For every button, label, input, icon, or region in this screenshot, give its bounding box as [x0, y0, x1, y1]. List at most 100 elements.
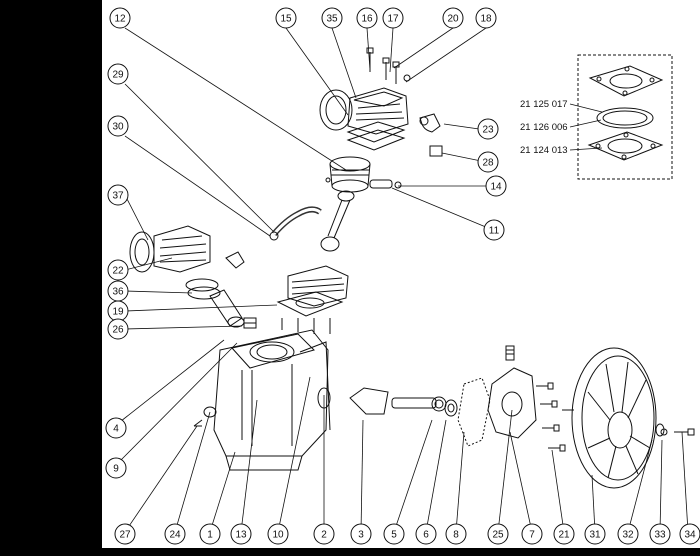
callout-34: 34	[679, 523, 700, 545]
small-bolt	[193, 419, 203, 427]
callout-3: 3	[350, 523, 372, 545]
callout-16: 16	[356, 7, 378, 29]
wrist-pin	[369, 179, 402, 189]
callout-22: 22	[107, 259, 129, 281]
callout-37: 37	[107, 184, 129, 206]
oil-filler-plug	[243, 317, 257, 329]
callout-32: 32	[617, 523, 639, 545]
callout-13: 13	[230, 523, 252, 545]
valve-gasket	[596, 107, 654, 129]
cylinder-gasket	[587, 131, 664, 161]
callout-28: 28	[477, 151, 499, 173]
second-elbow	[225, 251, 245, 269]
callout-label-35: 35	[326, 14, 338, 25]
bottom-border	[0, 548, 700, 556]
callout-label-15: 15	[280, 14, 292, 25]
callout-label-10: 10	[272, 530, 284, 541]
callout-label-29: 29	[112, 70, 124, 81]
bearing-cover	[487, 345, 537, 439]
callout-2: 2	[313, 523, 335, 545]
callout-label-28: 28	[482, 158, 494, 169]
callout-9: 9	[105, 457, 127, 479]
callout-label-9: 9	[113, 464, 119, 475]
callout-label-4: 4	[113, 424, 119, 435]
callout-label-33: 33	[654, 530, 666, 541]
callout-1: 1	[199, 523, 221, 545]
head-bolts	[366, 47, 411, 84]
callout-label-26: 26	[112, 325, 124, 336]
callout-label-27: 27	[119, 530, 131, 541]
leader-lines	[115, 27, 689, 533]
callout-label-18: 18	[480, 14, 492, 25]
callout-label-14: 14	[490, 182, 502, 193]
callout-19: 19	[107, 300, 129, 322]
crankshaft	[349, 387, 447, 415]
fitting-block	[429, 145, 443, 157]
pulley-fasteners	[655, 423, 695, 437]
piston-rings	[185, 278, 221, 300]
callout-12: 12	[109, 7, 131, 29]
gasket-inset	[569, 54, 673, 180]
flywheel-pulley	[571, 347, 657, 489]
cover-bolts	[536, 382, 574, 452]
callout-label-37: 37	[112, 191, 124, 202]
callout-10: 10	[267, 523, 289, 545]
valve-plate-gasket	[588, 65, 664, 97]
callout-7: 7	[521, 523, 543, 545]
callout-15: 15	[275, 7, 297, 29]
connecting-rod	[320, 190, 355, 252]
callout-label-24: 24	[169, 530, 181, 541]
callout-label-22: 22	[112, 266, 124, 277]
callout-4: 4	[105, 417, 127, 439]
callout-label-16: 16	[361, 14, 373, 25]
callout-label-30: 30	[112, 122, 124, 133]
block-studs	[281, 318, 331, 334]
inset-label-2: 21 126 006	[520, 122, 568, 133]
callout-label-11: 11	[489, 226, 500, 237]
diagram-sheet: 12 15 35 16 17 20 18 29 30 23 28 14 37 1…	[102, 0, 700, 548]
callout-label-6: 6	[423, 530, 429, 541]
callout-14: 14	[485, 175, 507, 197]
piston-lower	[209, 289, 245, 328]
callout-8: 8	[445, 523, 467, 545]
callout-label-2: 2	[321, 530, 327, 541]
drain-plug	[203, 406, 217, 418]
callout-label-12: 12	[114, 14, 126, 25]
elbow-fitting	[419, 113, 443, 157]
inset-label-1: 21 125 017	[520, 99, 568, 110]
cover-gasket	[457, 377, 491, 447]
callout-label-21: 21	[558, 530, 570, 541]
piston-upper	[325, 156, 371, 193]
breather-valve	[505, 345, 515, 361]
callout-35: 35	[321, 7, 343, 29]
callout-20: 20	[442, 7, 464, 29]
callout-25: 25	[487, 523, 509, 545]
callout-31: 31	[584, 523, 606, 545]
callout-18: 18	[475, 7, 497, 29]
callout-11: 11	[483, 219, 505, 241]
callout-label-36: 36	[112, 287, 124, 298]
callout-label-5: 5	[391, 530, 397, 541]
valve-plate	[346, 121, 406, 151]
cylinder-block-top	[276, 265, 349, 317]
callout-label-20: 20	[447, 14, 459, 25]
callout-label-34: 34	[684, 530, 696, 541]
callout-29: 29	[107, 63, 129, 85]
callout-36: 36	[107, 280, 129, 302]
callout-33: 33	[649, 523, 671, 545]
callout-5: 5	[383, 523, 405, 545]
cylinder-gasket-plate	[276, 291, 344, 317]
second-cylinder-head	[129, 225, 245, 273]
callout-21: 21	[553, 523, 575, 545]
callouts: 12 15 35 16 17 20 18 29 30 23 28 14 37 1…	[105, 7, 700, 545]
callout-6: 6	[415, 523, 437, 545]
air-filter-disc	[319, 89, 353, 131]
callout-17: 17	[382, 7, 404, 29]
callout-30: 30	[107, 115, 129, 137]
callout-label-25: 25	[492, 530, 504, 541]
callout-24: 24	[164, 523, 186, 545]
oil-seal	[444, 399, 458, 417]
callout-label-19: 19	[112, 307, 124, 318]
exploded-view-diagram: 12 15 35 16 17 20 18 29 30 23 28 14 37 1…	[105, 7, 700, 545]
callout-label-32: 32	[622, 530, 634, 541]
